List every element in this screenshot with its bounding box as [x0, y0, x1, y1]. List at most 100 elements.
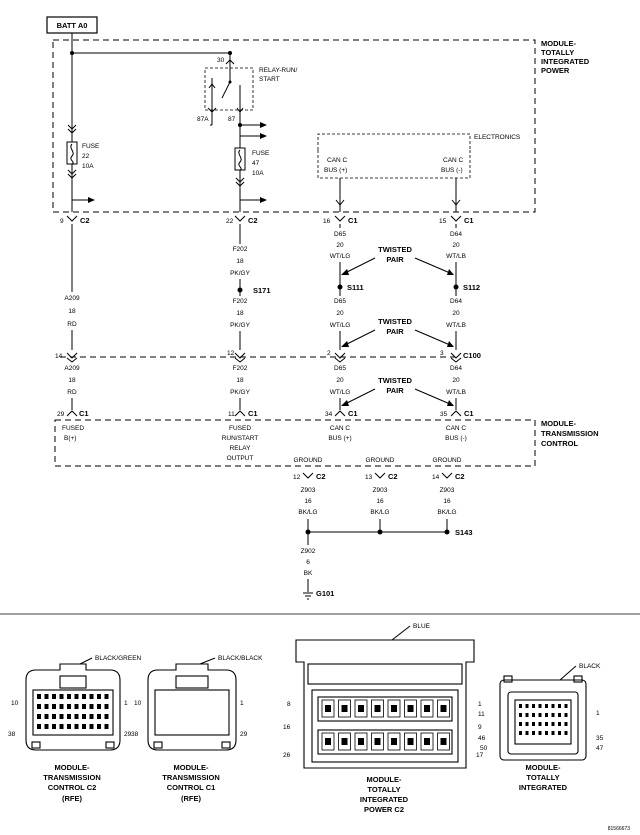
svg-text:G101: G101 — [316, 589, 334, 598]
svg-text:BK/LG: BK/LG — [298, 509, 317, 516]
tcm-pin-35: 35 C1 — [440, 409, 474, 418]
svg-text:CAN C: CAN C — [443, 157, 464, 164]
svg-text:RELAY: RELAY — [230, 445, 251, 452]
svg-text:26: 26 — [283, 752, 291, 759]
connector-terminal-cell — [371, 699, 384, 718]
fuse-47-word: FUSE — [252, 150, 270, 157]
connector-module-integrated: BLACK 1 35 47 MODULE- TOTALLY INTEGRATED — [499, 663, 604, 792]
svg-text:BK/LG: BK/LG — [437, 509, 456, 516]
splice-s111-dot — [337, 284, 343, 290]
connector-pin-cavity — [59, 714, 64, 719]
svg-text:WT/LB: WT/LB — [446, 322, 466, 329]
svg-text:BK: BK — [304, 570, 313, 577]
svg-text:46: 46 — [478, 735, 486, 742]
svg-text:3: 3 — [440, 350, 444, 357]
svg-text:47: 47 — [596, 745, 604, 752]
svg-text:C1: C1 — [348, 409, 358, 418]
svg-text:C2: C2 — [388, 472, 398, 481]
svg-text:WT/LG: WT/LG — [330, 322, 351, 329]
connector-pin-cavity — [551, 722, 555, 726]
svg-text:10: 10 — [134, 700, 142, 707]
connector-pin-cavity — [551, 731, 555, 735]
svg-text:10: 10 — [11, 700, 19, 707]
connector-pin-cavity — [67, 694, 71, 699]
svg-text:38: 38 — [8, 731, 16, 738]
battery-label: BATT A0 — [57, 21, 88, 30]
electronics-label: ELECTRONICS — [474, 134, 521, 141]
wire-d64-3: D64 20 WT/LB — [446, 365, 466, 396]
connector-pin-cavity — [37, 704, 41, 709]
connector-pin-cavity — [82, 724, 86, 729]
svg-text:(RFE): (RFE) — [62, 794, 82, 803]
connector-pin-cavity — [97, 724, 101, 729]
svg-text:MODULE-: MODULE- — [367, 775, 402, 784]
svg-text:35: 35 — [596, 735, 604, 742]
wire-z903-a: Z903 16 BK/LG — [298, 487, 317, 516]
svg-text:FUSED: FUSED — [62, 425, 84, 432]
ground-pin-13: 13 C2 — [365, 472, 398, 481]
connector-pin-cavity — [532, 731, 535, 735]
svg-text:D65: D65 — [334, 365, 346, 372]
ground-pin-12: 12 C2 — [293, 472, 326, 481]
tcm-pin-29: 29 C1 — [57, 409, 89, 418]
svg-text:16: 16 — [283, 724, 291, 731]
svg-text:TRANSMISSION: TRANSMISSION — [162, 773, 220, 782]
connector-pin-cavity — [532, 713, 535, 717]
svg-text:15: 15 — [439, 218, 447, 225]
connector-pin-cavity — [545, 722, 548, 726]
connector-terminal — [325, 738, 331, 745]
connector-pin-cavity — [104, 704, 109, 709]
svg-text:29: 29 — [240, 731, 248, 738]
connector-pin-cavity — [532, 722, 535, 726]
wire-d65-2: D65 20 WT/LG — [330, 298, 351, 329]
splice-s112: S112 — [463, 283, 480, 292]
connector-pin-cavity — [545, 704, 548, 708]
wire-d64-2: D64 20 WT/LB — [446, 298, 466, 329]
connector-pin-cavity — [525, 722, 529, 726]
svg-text:TOTALLY: TOTALLY — [541, 48, 574, 57]
connector-pin-cavity — [59, 694, 64, 699]
connector-pin-cavity — [74, 694, 79, 699]
svg-text:Z903: Z903 — [440, 487, 455, 494]
connector-pin-cavity — [519, 704, 522, 708]
svg-text:PK/GY: PK/GY — [230, 389, 251, 396]
svg-text:20: 20 — [336, 310, 344, 317]
connector-pin-cavity — [37, 694, 41, 699]
svg-text:MODULE-: MODULE- — [174, 763, 209, 772]
svg-text:MODULE-: MODULE- — [541, 419, 576, 428]
connector-pin-cavity — [104, 724, 109, 729]
connector-pin-cavity — [104, 694, 109, 699]
svg-text:RD: RD — [67, 389, 77, 396]
c100-label: C100 — [463, 351, 481, 360]
arrow-icon — [88, 197, 95, 203]
svg-text:50: 50 — [480, 745, 488, 752]
svg-text:CAN C: CAN C — [327, 157, 348, 164]
connector-terminal-cell — [387, 699, 401, 718]
svg-text:17: 17 — [476, 752, 484, 759]
connector-pin-cavity — [89, 704, 94, 709]
relay-pin-30: 30 — [217, 57, 225, 64]
relay-label-2: START — [259, 76, 280, 83]
svg-text:1: 1 — [240, 700, 244, 707]
svg-text:B(+): B(+) — [64, 435, 76, 442]
svg-text:A209: A209 — [64, 295, 80, 302]
connector-pin-cavity — [44, 694, 49, 699]
svg-text:C1: C1 — [464, 216, 474, 225]
connector-terminal-cell — [338, 732, 351, 751]
connector-pin-cavity — [551, 704, 555, 708]
svg-text:BUS (+): BUS (+) — [328, 435, 351, 442]
c100-pins: 14 12 2 3 C100 — [55, 350, 481, 363]
svg-text:CAN C: CAN C — [446, 425, 467, 432]
connector-pin-cavity — [558, 731, 561, 735]
svg-text:OUTPUT: OUTPUT — [227, 455, 254, 462]
wire-a209-upper: A209 18 RD — [64, 295, 80, 328]
connector-pin-cavity — [74, 704, 79, 709]
svg-text:18: 18 — [68, 308, 76, 315]
connector-pin-cavity — [82, 704, 86, 709]
connector-pin-cavity — [82, 714, 86, 719]
connector-pin-cavity — [551, 713, 555, 717]
svg-text:TOTALLY: TOTALLY — [367, 785, 400, 794]
connector-terminal — [341, 705, 348, 712]
connector-terminal — [341, 738, 348, 745]
